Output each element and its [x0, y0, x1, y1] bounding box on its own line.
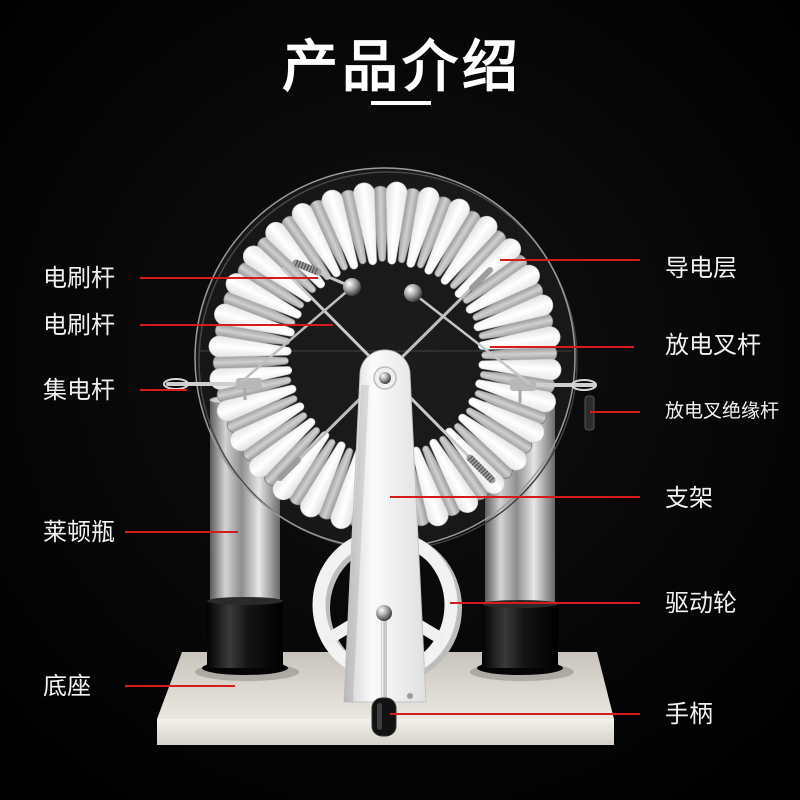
conductive-sector: [406, 187, 440, 268]
stand-body: [343, 349, 427, 703]
stand-shadow-side: [344, 385, 369, 702]
collector-comb-right: [510, 379, 536, 391]
conductive-sector: [272, 431, 330, 501]
crank-handle-highlight: [377, 703, 382, 730]
conductive-sector: [208, 335, 292, 358]
crank: [371, 605, 397, 737]
title-underline: [371, 101, 431, 105]
label-discharge-fork-rod: 放电叉杆: [665, 331, 761, 359]
discharge-fork: [239, 259, 531, 385]
label-stand: 支架: [665, 484, 713, 512]
jar-cup-rim-left: [207, 597, 283, 605]
brush-b-upper-knurl: [469, 267, 493, 291]
collector-right: [510, 379, 597, 403]
conductive-sector: [385, 181, 408, 265]
conductive-sector: [353, 182, 377, 266]
page-title: 产品介绍: [282, 35, 522, 100]
label-brush-rod-2: 电刷杆: [43, 311, 115, 339]
conductive-sector: [230, 402, 305, 452]
brush-a-lower-knurl-grip: [467, 455, 495, 483]
label-leyden-jar: 莱顿瓶: [43, 518, 115, 546]
conductive-sector: [424, 198, 470, 275]
stand-foot-screw: [407, 693, 413, 699]
conductive-sector: [458, 413, 528, 471]
conductive-sector: [465, 264, 540, 314]
conductive-sector: [242, 245, 312, 303]
label-brush-rod-1: 电刷杆: [43, 264, 115, 292]
label-conductive-layer: 导电层: [665, 254, 737, 282]
conductive-sector: [321, 189, 359, 270]
label-base: 底座: [43, 672, 91, 700]
conductive-sector: [216, 384, 297, 422]
discharge-ball-left: [343, 278, 361, 296]
collector-ring-right: [571, 379, 597, 391]
conductive-sector: [248, 418, 316, 478]
label-drive-wheel: 驱动轮: [665, 589, 737, 617]
stand: [343, 349, 427, 703]
conductive-sector: [300, 441, 346, 518]
conductive-sector: [214, 303, 295, 337]
conductive-sector: [475, 379, 556, 413]
crank-handle-knob: [371, 697, 397, 737]
jar-bottom-cup-left: [207, 600, 283, 668]
crank-axle: [376, 605, 392, 621]
brush-b-lower-knurl: [277, 457, 301, 481]
discharge-fork-rod-right: [412, 292, 531, 385]
ball-handle-knurl-grip-left: [294, 259, 320, 276]
discharge-ball-right: [404, 284, 422, 302]
conductive-sector: [429, 438, 479, 513]
label-handle: 手柄: [665, 700, 713, 728]
conductive-sector: [468, 397, 545, 443]
discharge-fork-rod-left: [239, 286, 353, 384]
conductive-sector: [473, 294, 554, 332]
conductive-sector: [225, 273, 302, 319]
conductive-sector: [291, 203, 341, 278]
label-discharge-fork-insulating-rod: 放电叉绝缘杆: [665, 400, 780, 422]
conductive-sector: [478, 358, 562, 381]
conductive-sector: [440, 215, 498, 285]
label-collector-rod: 集电杆: [43, 376, 115, 404]
collector-comb-left: [236, 378, 262, 390]
conductive-sector: [411, 446, 449, 527]
hub-screw: [379, 372, 391, 384]
leyden-jar-right: [477, 397, 563, 675]
leader-lines: [125, 259, 640, 715]
jar-bottom-cup-right: [482, 603, 558, 668]
